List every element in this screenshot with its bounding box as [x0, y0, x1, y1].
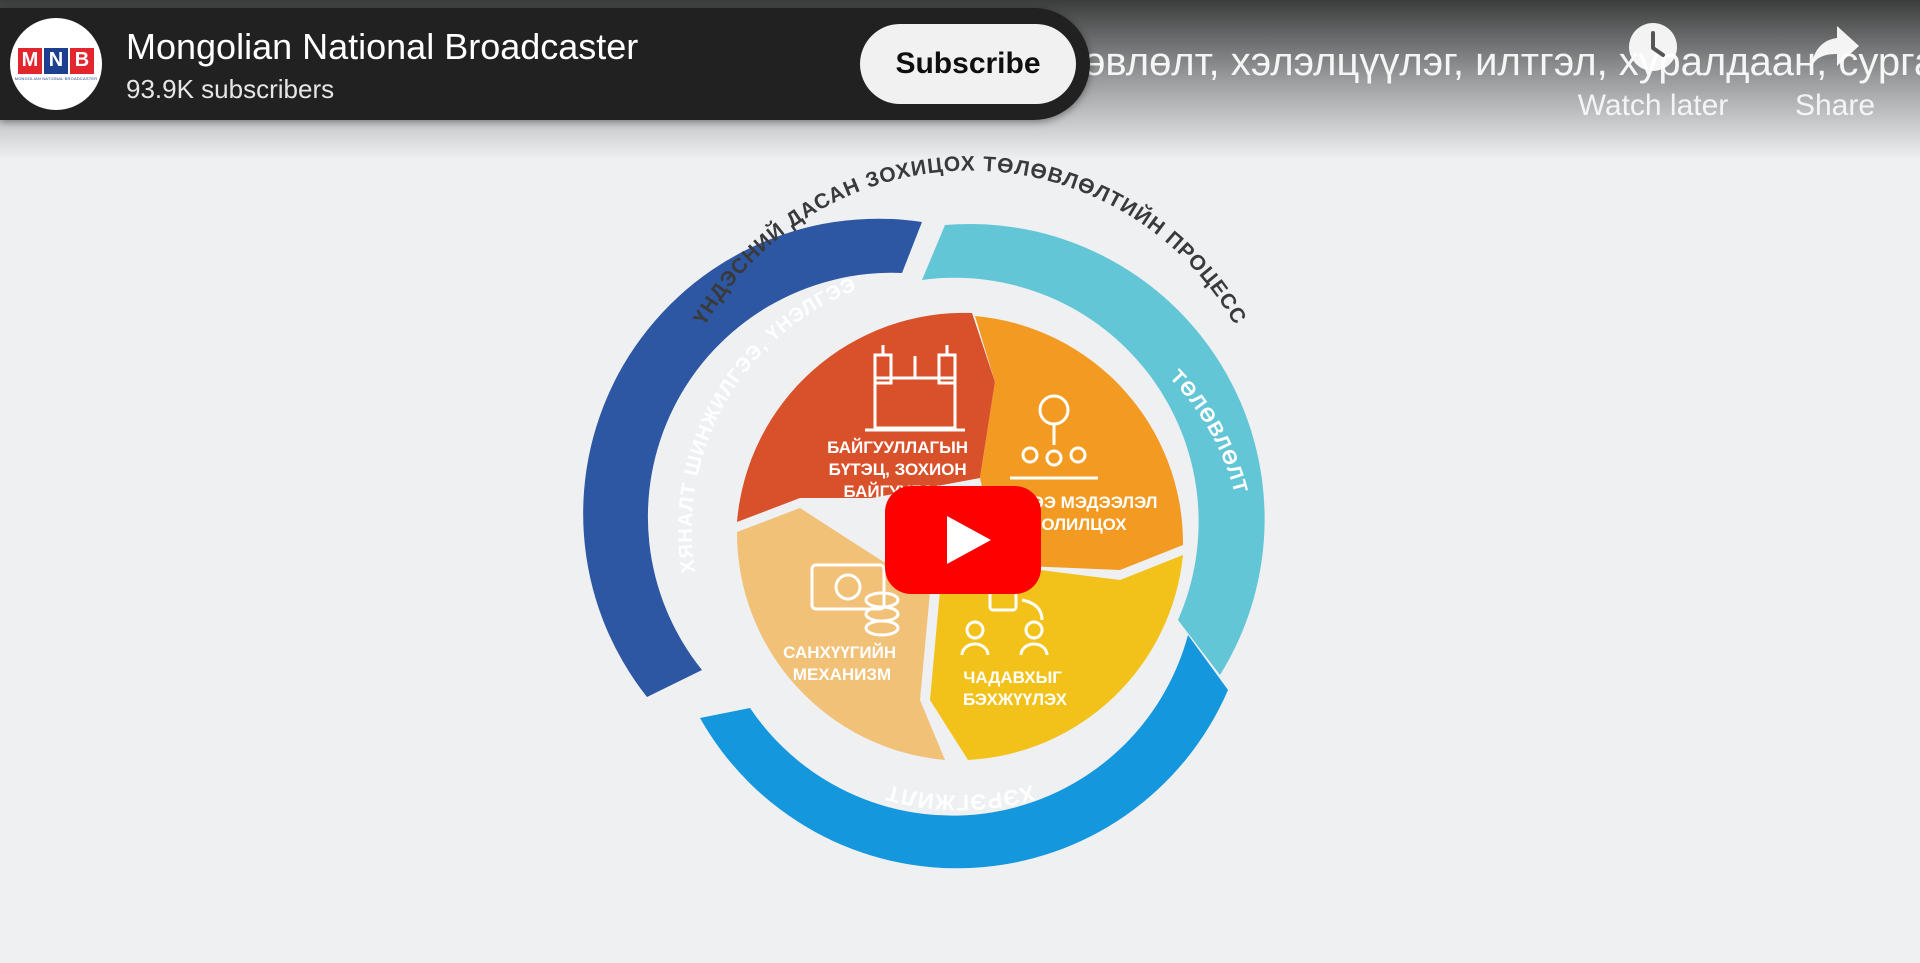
- share-arrow-icon: [1811, 26, 1859, 68]
- share-label: Share: [1794, 89, 1876, 122]
- watch-later-button[interactable]: Watch later: [1558, 22, 1748, 123]
- network-people-icon: [1010, 394, 1098, 480]
- inner-segment-capacity: [930, 555, 1183, 760]
- inner-segment-organization: [737, 312, 995, 522]
- youtube-play-icon[interactable]: [885, 486, 1041, 594]
- money-coins-icon: [810, 563, 900, 637]
- subscribe-button[interactable]: Subscribe: [860, 24, 1076, 104]
- outer-segment-implementation: [700, 635, 1228, 869]
- people-cycle-icon: [960, 590, 1049, 656]
- outer-segment-monitoring: [583, 218, 922, 697]
- mnb-logo: M N B: [18, 47, 94, 74]
- watch-later-label: Watch later: [1577, 89, 1729, 122]
- building-icon: [865, 345, 965, 432]
- channel-name[interactable]: Mongolian National Broadcaster: [126, 26, 639, 67]
- channel-bar: M N B MONGOLIAN NATIONAL BROADCASTER Mon…: [0, 8, 1090, 120]
- mnb-logo-caption: MONGOLIAN NATIONAL BROADCASTER: [14, 75, 98, 81]
- clock-icon: [1629, 23, 1677, 71]
- outer-segment-planning: [922, 223, 1265, 675]
- channel-avatar[interactable]: M N B MONGOLIAN NATIONAL BROADCASTER: [10, 18, 102, 110]
- inner-label-finance: САНХҮҮГИЙН МЕХАНИЗМ: [783, 643, 901, 684]
- inner-label-capacity: ЧАДАВХЫГ БЭХЖҮҮЛЭХ: [963, 668, 1068, 709]
- share-button[interactable]: Share: [1740, 22, 1920, 123]
- subscriber-count: 93.9K subscribers: [126, 74, 335, 104]
